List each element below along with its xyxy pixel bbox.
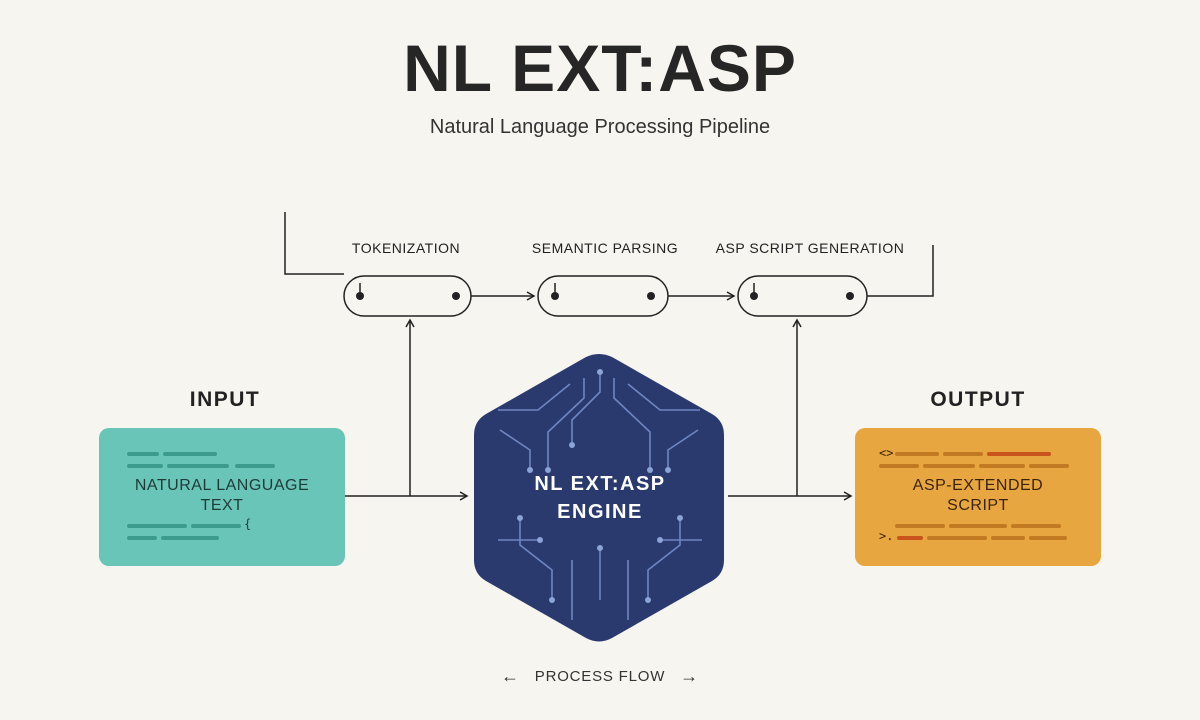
output-box: <> ASP-EXTENDED SCRIPT >. xyxy=(855,428,1101,566)
stage-label-semantic-parsing: SEMANTIC PARSING xyxy=(531,240,679,256)
stage-label-asp-script-generation: ASP SCRIPT GENERATION xyxy=(715,240,905,256)
output-heading: OUTPUT xyxy=(930,388,1026,411)
process-flow-caption: ← PROCESS FLOW → xyxy=(0,666,1200,687)
brace-glyph: { xyxy=(244,517,252,531)
stage-pill-semantic-parsing xyxy=(537,275,669,317)
right-arrow-icon: → xyxy=(680,666,699,686)
stage-label-tokenization: TOKENIZATION xyxy=(351,240,461,256)
pipeline-return-line xyxy=(867,245,934,297)
input-heading: INPUT xyxy=(189,388,261,411)
pipeline-feed-line xyxy=(284,212,344,275)
engine-hexagon xyxy=(474,354,724,642)
diagram-title: NL EXT:ASP xyxy=(403,31,797,105)
stage-pill-tokenization xyxy=(343,275,472,317)
diagram-subtitle: Natural Language Processing Pipeline xyxy=(429,116,771,138)
code-tag-close-glyph: >. xyxy=(879,529,894,543)
circuit-nodes xyxy=(517,369,683,603)
input-text-line2: TEXT xyxy=(200,497,244,514)
input-text-line1: NATURAL LANGUAGE xyxy=(134,477,310,494)
output-text-line2: SCRIPT xyxy=(947,497,1009,514)
engine-label-line2: ENGINE xyxy=(557,501,643,523)
input-box: NATURAL LANGUAGE TEXT { xyxy=(99,428,345,566)
circuit-traces xyxy=(498,372,702,620)
process-flow-label: PROCESS FLOW xyxy=(534,668,666,685)
left-arrow-icon: ← xyxy=(501,666,520,686)
output-text-line1: ASP-EXTENDED xyxy=(912,477,1044,494)
stage-pill-asp-script-generation xyxy=(737,275,868,317)
code-tag-open-glyph: <> xyxy=(879,446,894,460)
engine-label: NL EXT:ASP ENGINE xyxy=(470,470,730,526)
engine-label-line1: NL EXT:ASP xyxy=(534,473,666,495)
